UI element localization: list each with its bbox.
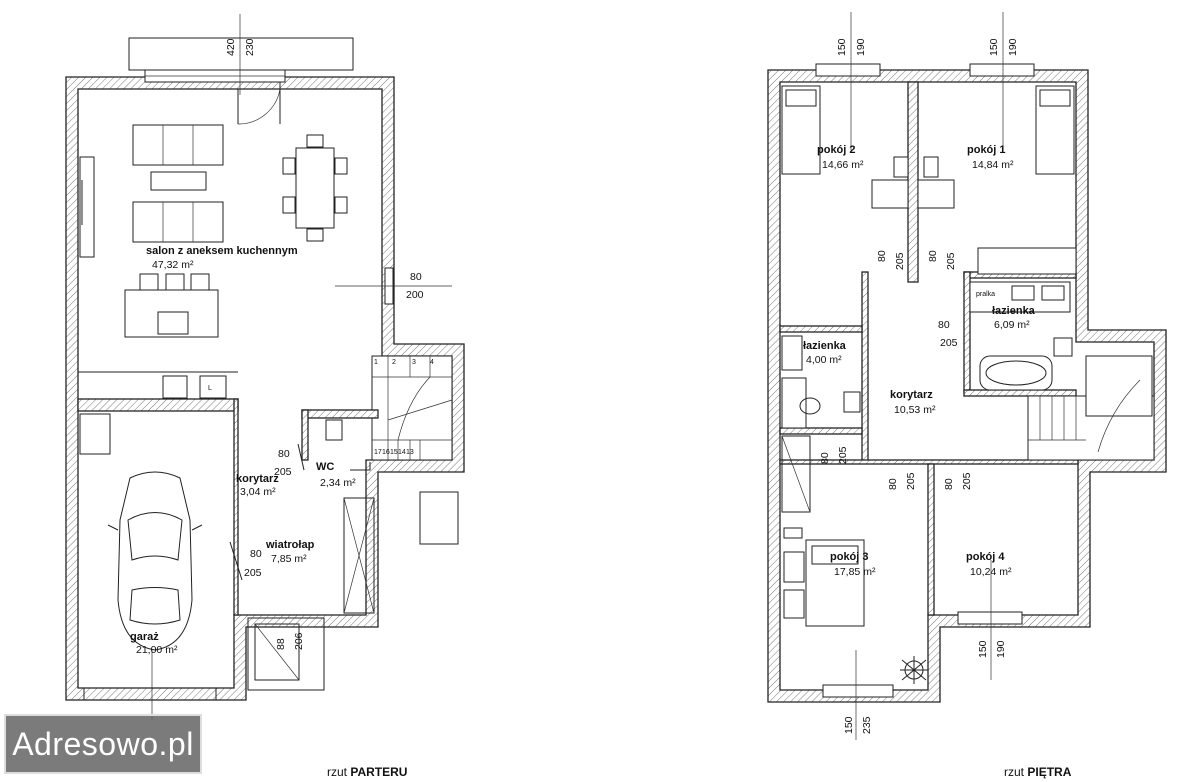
ground-dim-kor-a: 80: [278, 448, 290, 460]
room-area-pokoj3: 17,85 m²: [834, 566, 876, 578]
room-area-pokoj1: 14,84 m²: [972, 159, 1014, 171]
room-area-pokoj4: 10,24 m²: [970, 566, 1012, 578]
upper-dim-d2-a: 80: [876, 250, 888, 262]
upper-dim-d4-a: 80: [943, 478, 955, 490]
svg-text:15: 15: [390, 449, 398, 456]
sofa-bottom: [132, 201, 224, 243]
car-icon: [107, 471, 203, 651]
svg-text:14: 14: [398, 449, 406, 456]
ground-dim-win-b: 200: [406, 289, 424, 301]
svg-text:4: 4: [430, 359, 434, 366]
room-area-korytarz-ground: 3,04 m²: [240, 486, 276, 498]
upper-dim-w2-b: 190: [855, 38, 867, 56]
ground-dim-ent-a: 88: [275, 638, 287, 650]
svg-text:16: 16: [382, 449, 390, 456]
upper-dim-w4-a: 150: [977, 640, 989, 658]
room-label-pokoj2: pokój 2: [817, 144, 856, 156]
upper-dim-ds-a: 80: [819, 452, 831, 464]
room-label-garaz: garaż: [130, 631, 159, 643]
bathtub: [979, 355, 1053, 391]
svg-text:1: 1: [374, 359, 378, 366]
oven: [162, 375, 188, 399]
room-label-pokoj4: pokój 4: [966, 551, 1005, 563]
room-label-wiatrolap: wiatrołap: [265, 539, 315, 551]
upper-staircase: [1027, 355, 1155, 461]
ground-interior-wall: [77, 398, 239, 412]
room-label-pokoj3: pokój 3: [830, 551, 869, 563]
room-area-lazienka-small: 4,00 m²: [806, 354, 842, 366]
room-area-wc: 2,34 m²: [320, 477, 356, 489]
svg-text:13: 13: [406, 449, 414, 456]
sofa-top: [132, 124, 224, 166]
ground-caption: rzut PARTERU: [327, 765, 407, 779]
ground-staircase: [371, 355, 453, 461]
room-area-garaz: 21,00 m²: [136, 644, 178, 656]
ground-dim-top-a: 420: [225, 38, 237, 56]
ground-dim-kor-b: 205: [274, 466, 292, 478]
fridge-label: L: [208, 385, 212, 392]
wc-walls: [301, 409, 379, 419]
upper-dim-ds-b: 205: [837, 446, 849, 464]
room-label-korytarz-ground: korytarz: [236, 473, 279, 485]
pralka-label: pralka: [976, 291, 995, 298]
ground-dim-wia-a: 80: [250, 548, 262, 560]
ground-dim-ent-b: 206: [293, 632, 305, 650]
room-area-wiatrolap: 7,85 m²: [271, 553, 307, 565]
upper-dim-d2-b: 205: [894, 252, 906, 270]
ground-dim-win-a: 80: [410, 271, 422, 283]
upper-dim-w3-b: 235: [861, 716, 873, 734]
coffee-table: [150, 171, 207, 191]
upper-dim-w2-a: 150: [836, 38, 848, 56]
room-area-korytarz-upper: 10,53 m²: [894, 404, 936, 416]
upper-dim-d3-a: 80: [887, 478, 899, 490]
upper-dim-dl-b: 205: [940, 337, 958, 349]
wc-toilet: [325, 419, 343, 441]
upper-dim-d1-a: 80: [927, 250, 939, 262]
upper-caption: rzut PIĘTRA: [1004, 765, 1072, 779]
room-label-pokoj1: pokój 1: [967, 144, 1006, 156]
upper-dim-dl-a: 80: [938, 319, 950, 331]
room-label-lazienka-small: łazienka: [803, 340, 847, 352]
upper-dim-w1-a: 150: [988, 38, 1000, 56]
room-area-pokoj2: 14,66 m²: [822, 159, 864, 171]
upper-dim-d4-b: 205: [961, 472, 973, 490]
room-area-lazienka-big: 6,09 m²: [994, 319, 1030, 331]
dining-table: [295, 147, 335, 229]
svg-text:3: 3: [412, 359, 416, 366]
upper-dim-d3-b: 205: [905, 472, 917, 490]
fridge: [199, 375, 227, 399]
svg-text:17: 17: [374, 449, 382, 456]
upper-dim-d1-b: 205: [945, 252, 957, 270]
upper-dim-w1-b: 190: [1007, 38, 1019, 56]
watermark-logo: Adresowo.pl: [4, 714, 202, 774]
ground-dim-top-b: 230: [244, 38, 256, 56]
upper-dim-w4-b: 190: [995, 640, 1007, 658]
upper-floor-plan: [767, 12, 1167, 740]
svg-text:2: 2: [392, 359, 396, 366]
ground-dim-wia-b: 205: [244, 567, 262, 579]
room-area-salon: 47,32 m²: [152, 259, 194, 271]
room-label-salon: salon z aneksem kuchennym: [146, 245, 298, 257]
tv-unit: [79, 156, 95, 258]
plant-icon: [900, 656, 928, 684]
room-label-korytarz-upper: korytarz: [890, 389, 933, 401]
upper-dim-w3-a: 150: [843, 716, 855, 734]
room-label-wc: WC: [316, 461, 334, 473]
room-label-lazienka-big: łazienka: [992, 305, 1036, 317]
